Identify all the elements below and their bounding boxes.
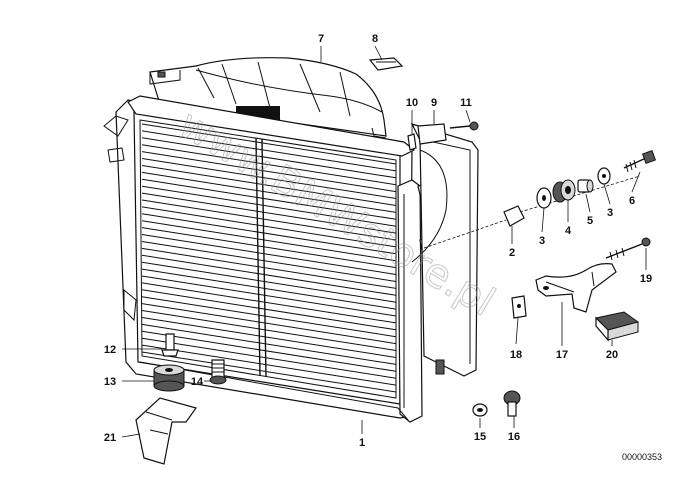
leader-lines [121, 45, 647, 438]
screw-part-11 [449, 121, 479, 131]
label-part-16: 16 [508, 431, 520, 443]
label-part-12: 12 [104, 344, 116, 356]
grommet-part-4 [552, 179, 576, 203]
label-part-3b: 3 [607, 207, 613, 219]
label-part-5: 5 [587, 215, 593, 227]
label-part-4: 4 [565, 225, 572, 237]
label-part-14: 14 [191, 376, 204, 388]
part-labels: 7 8 10 9 11 2 3 4 5 3 6 19 17 18 20 12 1… [104, 33, 652, 449]
label-part-8: 8 [372, 33, 378, 45]
label-part-20: 20 [606, 349, 618, 361]
label-part-1: 1 [359, 437, 365, 449]
radiator-part-1 [103, 95, 459, 423]
label-part-9: 9 [431, 97, 437, 109]
rubber-pad-part-20 [594, 311, 640, 342]
label-part-7: 7 [318, 33, 324, 45]
mounting-assembly [423, 149, 657, 249]
label-part-18: 18 [510, 349, 522, 361]
label-part-15: 15 [474, 431, 486, 443]
label-part-6: 6 [629, 195, 635, 207]
bracket-part-2 [503, 205, 525, 227]
side-bracket-part-9 [410, 123, 479, 377]
rubber-mount-part-13 [153, 364, 185, 392]
label-part-3a: 3 [539, 235, 545, 247]
label-part-2: 2 [509, 247, 515, 259]
bracket-part-21 [135, 397, 197, 465]
pin-part-12 [161, 333, 179, 357]
radiator-core-fins [141, 123, 397, 393]
screw-part-19 [605, 237, 651, 261]
clip-part-18 [511, 295, 527, 319]
bolt-part-14 [209, 359, 227, 385]
clip-part-10 [407, 133, 417, 151]
sleeve-part-5 [577, 179, 594, 193]
label-part-10: 10 [406, 97, 418, 109]
washer-part-15 [472, 403, 488, 417]
bolt-part-16 [503, 390, 521, 417]
label-part-13: 13 [104, 376, 116, 388]
clip-part-8 [368, 57, 404, 71]
bolt-part-6 [623, 149, 657, 173]
bracket-part-17 [535, 263, 617, 313]
label-part-17: 17 [556, 349, 568, 361]
diagram-reference-code: 00000353 [622, 452, 662, 462]
label-part-11: 11 [460, 97, 472, 109]
label-part-19: 19 [640, 273, 652, 285]
label-part-21: 21 [104, 432, 116, 444]
